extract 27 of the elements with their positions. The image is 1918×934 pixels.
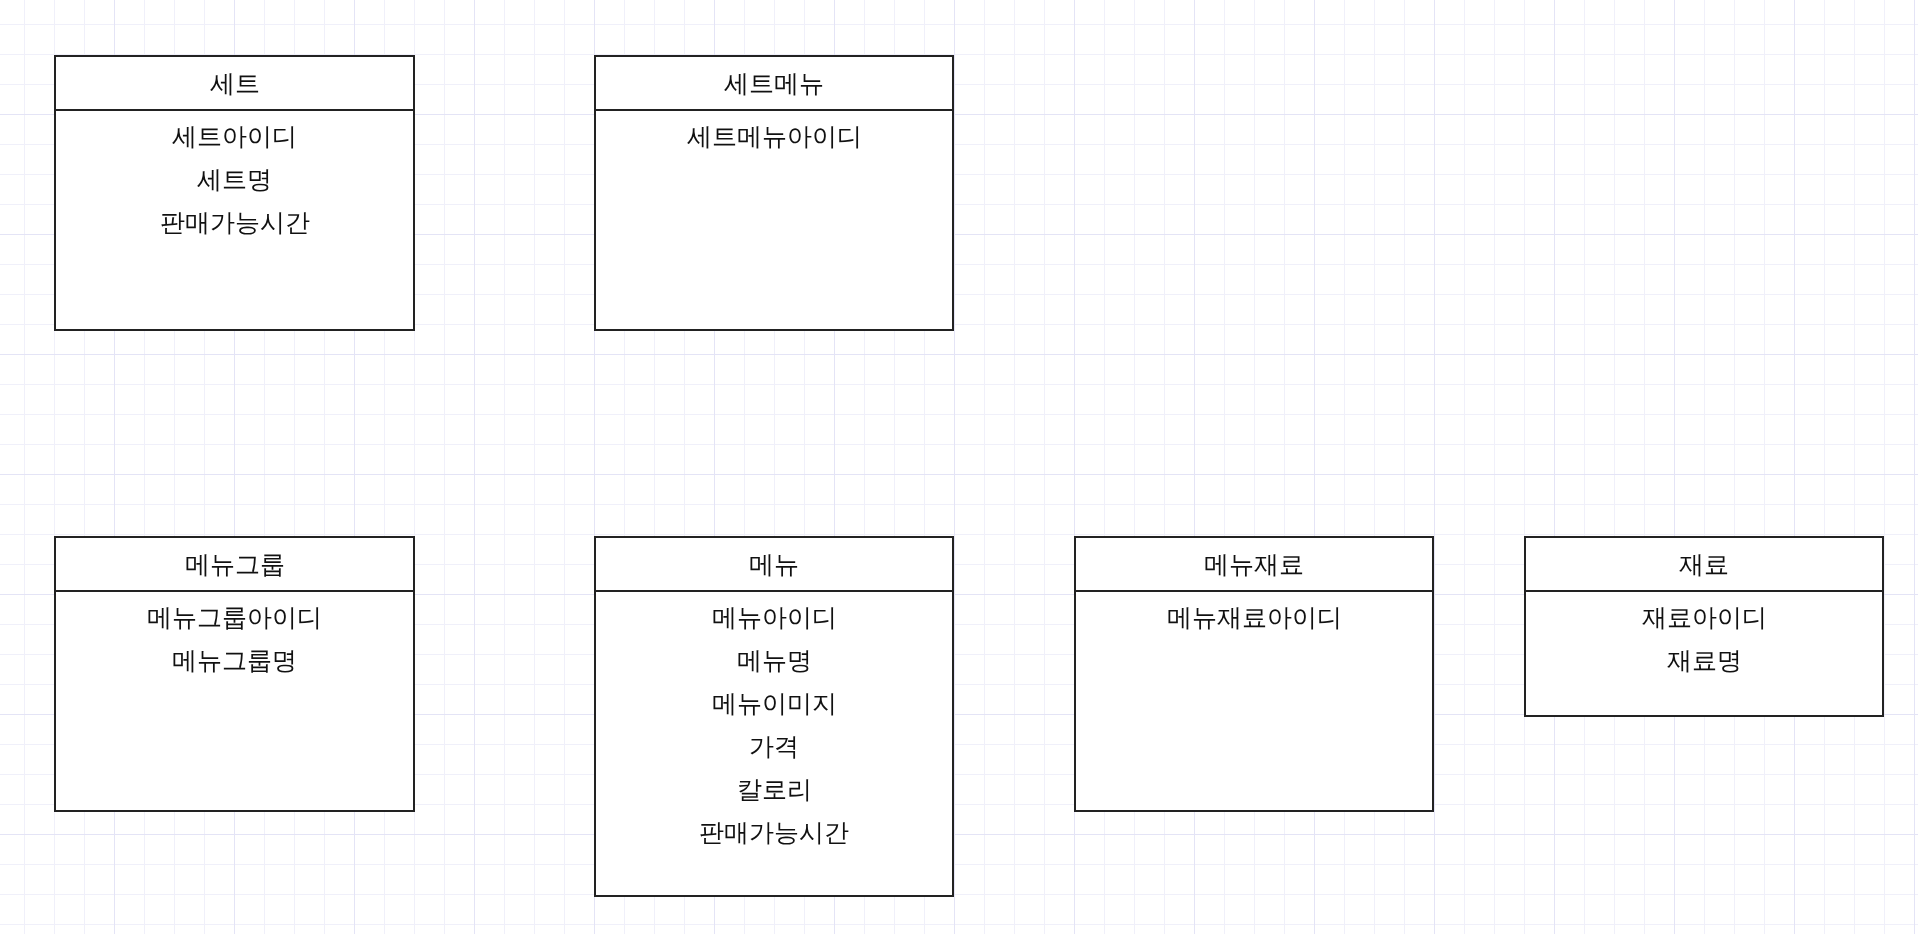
attribute-name: 메뉴그룹아이디: [147, 602, 322, 634]
attribute-name: 판매가능시간: [699, 817, 849, 849]
attribute-name: 칼로리: [736, 774, 812, 806]
entity-name: 세트메뉴: [724, 67, 824, 100]
entity-table: [54, 536, 415, 812]
attribute-name: 재료명: [1666, 645, 1742, 677]
entity-table: [1524, 536, 1884, 717]
attribute-name: 세트명: [197, 164, 272, 196]
entity-name: 재료: [1679, 548, 1729, 581]
attribute-name: 메뉴명: [736, 645, 812, 677]
attribute-name: 메뉴그룹명: [172, 645, 297, 677]
entity-table: [594, 55, 954, 331]
entity-name: 세트: [209, 67, 260, 100]
entity-name: 메뉴: [749, 548, 799, 581]
attribute-name: 가격: [749, 731, 799, 763]
attribute-name: 재료아이디: [1641, 602, 1767, 634]
entity-name: 메뉴재료: [1204, 548, 1304, 581]
attribute-name: 세트아이디: [172, 121, 297, 153]
attribute-name: 메뉴재료아이디: [1166, 602, 1342, 634]
entity-table: [54, 55, 415, 331]
entity-name: 메뉴그룹: [184, 548, 285, 581]
attribute-name: 세트메뉴아이디: [686, 121, 862, 153]
entity-table: [1074, 536, 1434, 812]
entity-table: [594, 536, 954, 897]
attribute-name: 메뉴아이디: [711, 602, 837, 634]
attribute-name: 판매가능시간: [159, 207, 310, 239]
attribute-name: 메뉴이미지: [711, 688, 837, 720]
